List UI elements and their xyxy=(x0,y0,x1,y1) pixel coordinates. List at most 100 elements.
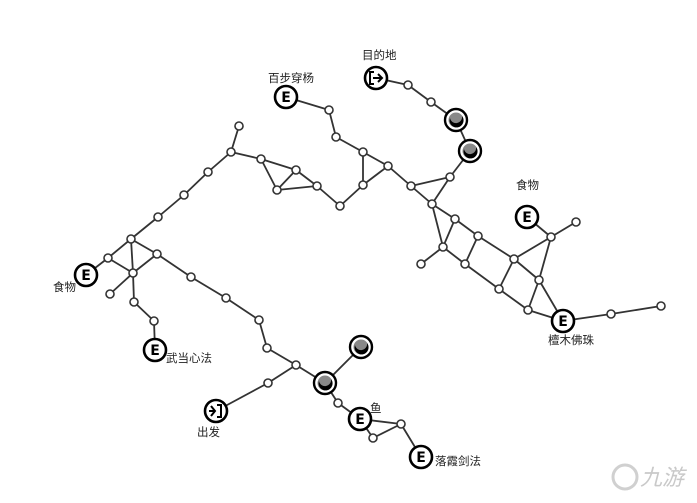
map-node[interactable] xyxy=(406,181,416,191)
map-node[interactable] xyxy=(186,272,196,282)
map-node[interactable] xyxy=(335,201,345,211)
map-node[interactable] xyxy=(606,309,616,319)
path-edge xyxy=(513,258,540,281)
map-node[interactable] xyxy=(254,315,264,325)
map-node[interactable] xyxy=(358,180,368,190)
map-node[interactable] xyxy=(152,249,162,259)
start-marker[interactable] xyxy=(203,398,229,424)
label-tanmu: 檀木佛珠 xyxy=(548,333,594,347)
path-edge xyxy=(442,218,456,248)
event-food-right[interactable]: E xyxy=(514,204,540,230)
watermark-text: 九游 xyxy=(640,466,688,491)
map-node[interactable] xyxy=(331,132,341,142)
path-edge xyxy=(316,185,341,207)
event-luoxia[interactable]: E xyxy=(408,444,434,470)
event-e-icon: E xyxy=(355,412,365,428)
map-node[interactable] xyxy=(291,360,301,370)
event-fish[interactable]: E xyxy=(347,406,373,432)
map-node[interactable] xyxy=(103,253,113,263)
path-edge xyxy=(498,258,515,290)
map-node[interactable] xyxy=(571,217,581,227)
path-edge xyxy=(157,194,185,218)
battle-marker[interactable] xyxy=(348,334,374,360)
map-node[interactable] xyxy=(445,172,455,182)
event-e-icon: E xyxy=(522,210,532,226)
label-food-left: 食物 xyxy=(53,280,76,294)
event-baibu[interactable]: E xyxy=(273,84,299,110)
map-node[interactable] xyxy=(546,232,556,242)
path-edge xyxy=(527,279,540,311)
map-node[interactable] xyxy=(383,161,393,171)
map-node[interactable] xyxy=(358,147,368,157)
map-node[interactable] xyxy=(416,259,426,269)
label-wudang: 武当心法 xyxy=(166,351,212,365)
map-node[interactable] xyxy=(203,167,213,177)
event-e-icon: E xyxy=(81,268,91,284)
path-edge xyxy=(260,158,297,171)
map-node[interactable] xyxy=(509,254,519,264)
path-edge xyxy=(387,165,412,187)
destination-marker[interactable] xyxy=(363,65,389,91)
map-node[interactable] xyxy=(438,242,448,252)
map-node[interactable] xyxy=(333,398,343,408)
battle-marker[interactable] xyxy=(457,138,483,164)
path-edge xyxy=(410,176,451,187)
map-node[interactable] xyxy=(291,165,301,175)
map-node[interactable] xyxy=(105,289,115,299)
map-node[interactable] xyxy=(473,231,483,241)
map-node[interactable] xyxy=(427,199,437,209)
event-e-icon: E xyxy=(558,314,568,330)
map-node[interactable] xyxy=(523,305,533,315)
map-node[interactable] xyxy=(494,284,504,294)
map-node[interactable] xyxy=(179,190,189,200)
map-node[interactable] xyxy=(534,275,544,285)
label-fish: 鱼 xyxy=(370,401,382,415)
map-node[interactable] xyxy=(272,185,282,195)
path-edge xyxy=(267,364,297,384)
watermark: 九游 xyxy=(611,463,688,491)
map-node[interactable] xyxy=(226,147,236,157)
event-tanmu[interactable]: E xyxy=(550,308,576,334)
map-node[interactable] xyxy=(396,419,406,429)
map-node[interactable] xyxy=(256,154,266,164)
path-edge xyxy=(498,288,529,311)
map-node[interactable] xyxy=(368,433,378,443)
path-edge xyxy=(190,276,227,299)
label-food-right: 食物 xyxy=(516,178,539,192)
map-node[interactable] xyxy=(126,234,136,244)
map-node[interactable] xyxy=(450,214,460,224)
map-node[interactable] xyxy=(234,121,244,131)
map-node[interactable] xyxy=(262,343,272,353)
event-wudang[interactable]: E xyxy=(142,337,168,363)
path-edge xyxy=(109,272,134,295)
map-node[interactable] xyxy=(403,80,413,90)
map-node[interactable] xyxy=(426,97,436,107)
map-node[interactable] xyxy=(460,259,470,269)
path-edge xyxy=(130,216,159,240)
map-node[interactable] xyxy=(128,268,138,278)
label-start: 出发 xyxy=(197,425,220,439)
map-node[interactable] xyxy=(149,316,159,326)
map-node[interactable] xyxy=(324,105,334,115)
map-node[interactable] xyxy=(263,378,273,388)
event-food-left[interactable]: E xyxy=(73,262,99,288)
path-edge xyxy=(335,136,364,153)
path-edge xyxy=(230,151,262,160)
map-node[interactable] xyxy=(312,181,322,191)
path-edge xyxy=(130,238,158,255)
battle-marker[interactable] xyxy=(443,107,469,133)
label-baibu: 百步穿杨 xyxy=(268,71,314,85)
path-edge xyxy=(183,171,209,196)
battle-marker[interactable] xyxy=(312,370,338,396)
map-nodes xyxy=(103,80,666,443)
map-node[interactable] xyxy=(153,212,163,222)
map-node[interactable] xyxy=(221,293,231,303)
map-node[interactable] xyxy=(129,297,139,307)
label-destination: 目的地 xyxy=(362,48,397,62)
map-node[interactable] xyxy=(656,301,666,311)
path-edge xyxy=(276,185,318,191)
path-edge xyxy=(132,253,158,274)
event-e-icon: E xyxy=(150,343,160,359)
